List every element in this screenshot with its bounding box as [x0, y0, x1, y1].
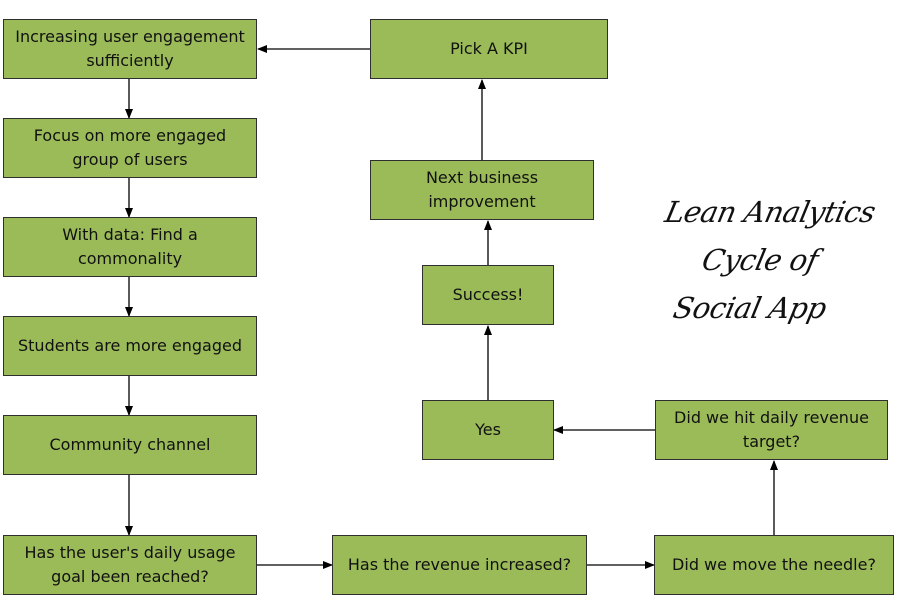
title-line-1: Lean Analytics Cycle of: [661, 195, 879, 277]
node-revenue-increased: Has the revenue increased?: [332, 535, 587, 595]
node-next-improvement: Next business improvement: [370, 160, 594, 220]
node-pick-kpi: Pick A KPI: [370, 19, 608, 79]
node-community-channel: Community channel: [3, 415, 257, 475]
node-success: Success!: [422, 265, 554, 325]
node-focus-engaged-group: Focus on more engaged group of users: [3, 118, 257, 178]
node-yes: Yes: [422, 400, 554, 460]
diagram-title: Lean Analytics Cycle of Social App: [597, 188, 912, 332]
node-find-commonality: With data: Find a commonality: [3, 217, 257, 277]
title-line-2: Social App: [670, 291, 830, 325]
node-students-engaged: Students are more engaged: [3, 316, 257, 376]
node-increasing-engagement: Increasing user engagement sufficiently: [3, 19, 257, 79]
node-move-needle: Did we move the needle?: [654, 535, 894, 595]
node-daily-usage-goal: Has the user's daily usage goal been rea…: [3, 535, 257, 595]
node-daily-revenue-target: Did we hit daily revenue target?: [655, 400, 888, 460]
